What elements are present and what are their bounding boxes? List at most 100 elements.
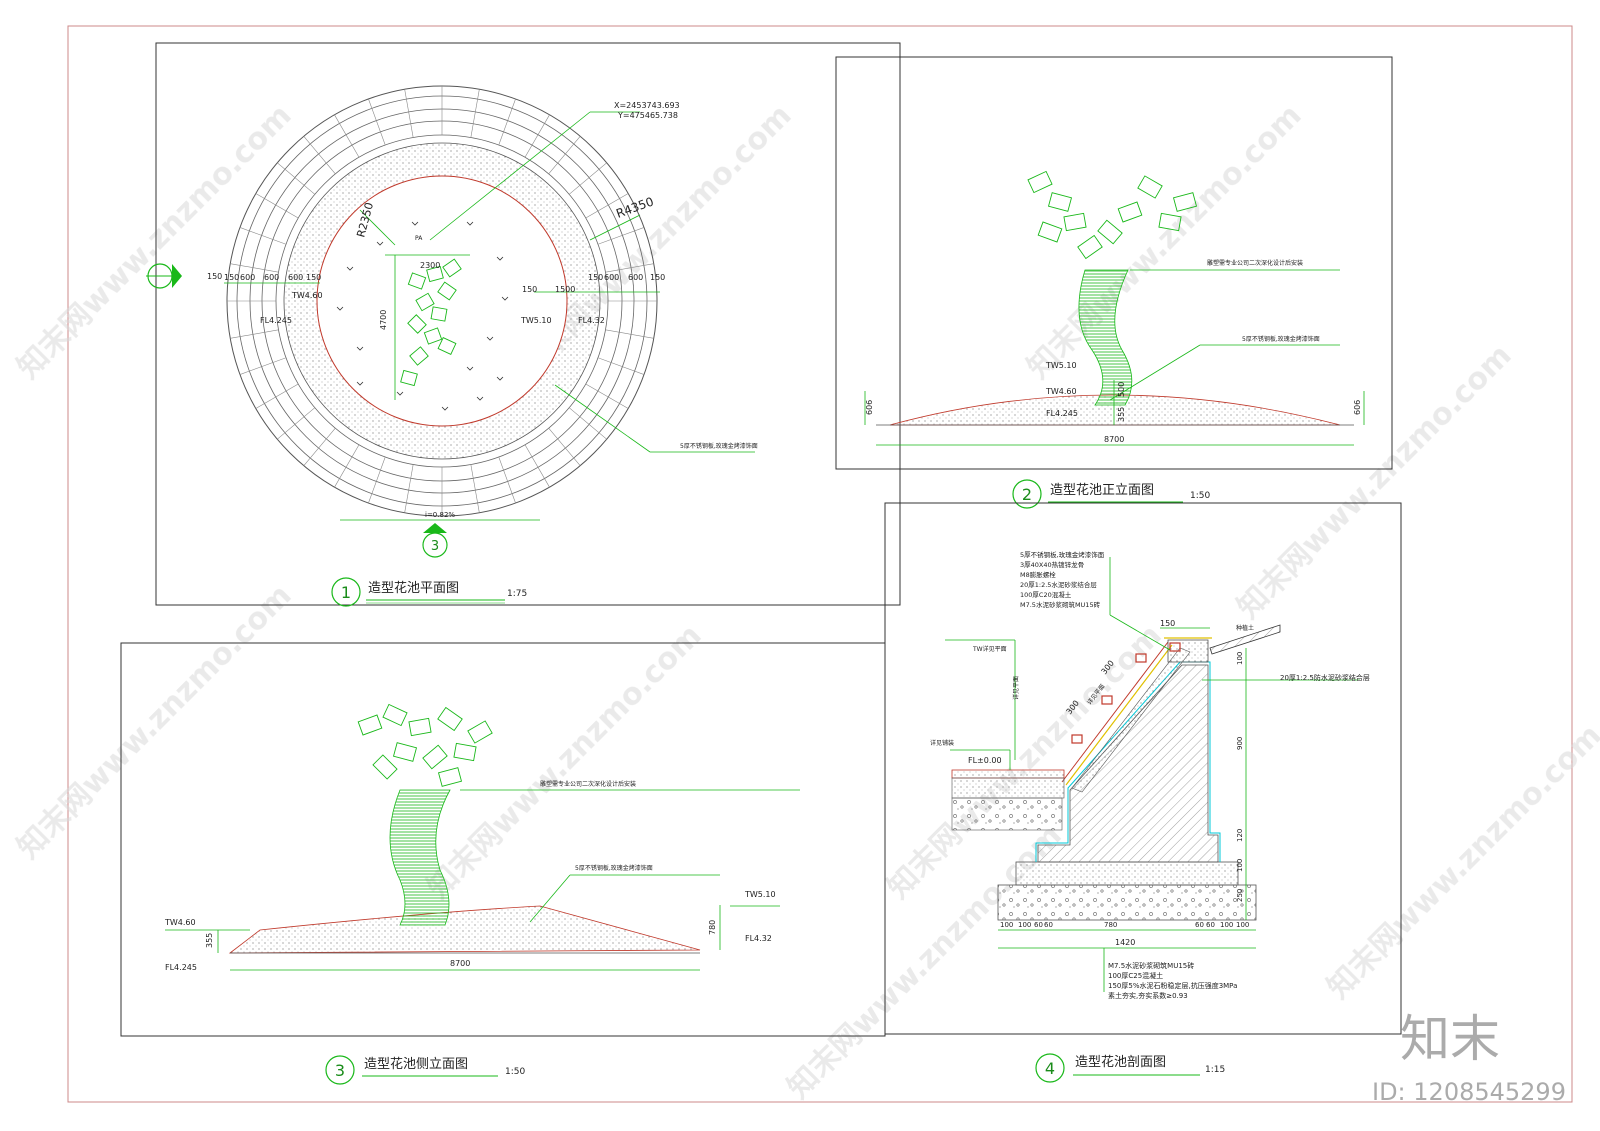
section-layer-note: 20厚1:2.5水泥砂浆结合层 (1020, 580, 1097, 589)
side-dim-780: 780 (708, 920, 717, 935)
section-layer-note: 3厚40X40热镀锌龙骨 (1020, 560, 1084, 569)
section-dim-vertical: 900 (1236, 737, 1244, 750)
section-label-paving: 详见铺装 (930, 739, 954, 747)
sculpture-plan (400, 258, 462, 387)
plan-scale: 1:75 (507, 589, 527, 599)
section-dim-bottom: 60 (1034, 921, 1043, 929)
section-dim-bottom: 60 (1195, 921, 1204, 929)
slope-label: i=0.82% (425, 511, 455, 519)
dim-2300: 2300 (420, 261, 440, 270)
dim-right: 600 (628, 273, 643, 282)
section-dim-bottom: 100 (1000, 921, 1013, 929)
section-label-mortar-right: 20厚1:2.5防水泥砂浆结合层 (1280, 673, 1370, 682)
label-pa: PA (415, 235, 423, 242)
section-dim-vertical: 250 (1236, 889, 1244, 902)
front-scale: 1:50 (1190, 491, 1210, 501)
section-layer-note: 5厚不锈钢板,玫瑰金烤漆饰面 (1020, 550, 1105, 559)
side-dim-width: 8700 (450, 959, 470, 968)
side-tw-left: TW4.60 (164, 918, 196, 927)
sculpture-front (1027, 170, 1198, 406)
dim-right: 600 (604, 273, 619, 282)
front-tw-top: TW5.10 (1045, 361, 1077, 370)
section-layer-note: 100厚C20混凝土 (1020, 590, 1072, 599)
section-frame (884, 502, 1402, 1035)
front-elevation: 雕塑需专业公司二次深化设计后安装 5厚不锈钢板,玫瑰金烤漆饰面 TW5.10 T… (835, 56, 1393, 509)
watermark: 知末网www.znzmo.com (11, 98, 299, 386)
watermark: 知末网www.znzmo.com (421, 618, 709, 906)
section-dim-bottom: 100 (1220, 921, 1233, 929)
tw-left: TW4.60 (291, 291, 323, 300)
brand-id: ID: 1208545299 (1372, 1078, 1566, 1106)
side-tw-right: TW5.10 (744, 890, 776, 899)
section-dim-total: 1420 (1115, 938, 1135, 947)
side-title: 造型花池侧立面图 (364, 1056, 468, 1072)
side-fl-left: FL4.245 (165, 963, 197, 972)
front-frame (835, 56, 1393, 470)
plan-view: 3 X=2453743.693 Y=475465.738 R4350 R2350… (146, 42, 901, 607)
section-dim-vertical: 100 (1236, 859, 1244, 872)
sculpture-side (357, 703, 493, 926)
section-layer-note: M7.5水泥砂浆砌筑MU15砖 (1020, 600, 1101, 609)
section-mark-left (146, 263, 182, 289)
side-elevation: 雕塑需专业公司二次深化设计后安装 5厚不锈钢板,玫瑰金烤漆饰面 TW4.60 F… (120, 642, 886, 1085)
dim-left: 150 (306, 273, 321, 282)
side-note: 雕塑需专业公司二次深化设计后安装 (540, 780, 636, 788)
section-layer-note: M8膨胀螺栓 (1020, 570, 1056, 579)
plan-title: 造型花池平面图 (368, 580, 459, 596)
section-label-tw: TW详见平面 (972, 645, 1007, 653)
dim-left: 600 (288, 273, 303, 282)
watermark: 知末网www.znzmo.com (1231, 338, 1519, 626)
section-label-planting: 种植土 (1236, 624, 1254, 632)
dim-right: 150 (522, 285, 537, 294)
front-title: 造型花池正立面图 (1050, 482, 1154, 498)
plan-frame (155, 42, 901, 606)
front-note: 雕塑需专业公司二次深化设计后安装 (1207, 259, 1303, 267)
front-fl: FL4.245 (1046, 409, 1078, 418)
front-dim-606-left: 606 (865, 400, 874, 415)
watermark: 知末网www.znzmo.com (1321, 718, 1600, 1006)
section-dim-150: 150 (1160, 619, 1175, 628)
front-number: 2 (1022, 485, 1032, 504)
side-scale: 1:50 (505, 1067, 525, 1077)
front-dim-606-right: 606 (1353, 400, 1362, 415)
section-mark-bottom: 3 (422, 523, 448, 558)
side-dim-355: 355 (205, 933, 214, 948)
front-dim-width: 8700 (1104, 435, 1124, 444)
dim-left: 150 (224, 273, 239, 282)
section-dim-bottom: 100 (1236, 921, 1249, 929)
side-number: 3 (335, 1061, 345, 1080)
dim-left: 600 (264, 273, 279, 282)
section-number: 4 (1045, 1059, 1055, 1078)
dim-right: 1500 (555, 285, 575, 294)
front-dim-355: 355 (1117, 407, 1126, 422)
watermark-layer: 知末网www.znzmo.com 知末网www.znzmo.com 知末网www… (11, 98, 1600, 1106)
tw-right: TW5.10 (520, 316, 552, 325)
coord-x: X=2453743.693 (614, 101, 680, 110)
section-scale: 1:15 (1205, 1065, 1225, 1075)
section-dim-bottom: 60 (1206, 921, 1215, 929)
section-label-slope-a: 详见平面 (1012, 676, 1020, 700)
plan-number: 1 (341, 583, 351, 602)
brand-logo: 知末 (1400, 1010, 1500, 1068)
dim-4700: 4700 (379, 310, 388, 330)
plan-callout: 5厚不锈钢板,玫瑰金烤漆饰面 (680, 442, 758, 450)
fl-left: FL4.245 (260, 316, 292, 325)
dim-right: 150 (650, 273, 665, 282)
section-view: 5厚不锈钢板,玫瑰金烤漆饰面3厚40X40热镀锌龙骨M8膨胀螺栓20厚1:2.5… (884, 502, 1402, 1083)
front-dim-500: 500 (1117, 382, 1126, 397)
section-title: 造型花池剖面图 (1075, 1054, 1166, 1070)
dim-right: 150 (588, 273, 603, 282)
section-dim-vertical: 100 (1236, 652, 1244, 665)
watermark: 知末网www.znzmo.com (11, 578, 299, 866)
section-mark-number: 3 (431, 539, 439, 554)
fl-right: FL4.32 (578, 316, 605, 325)
section-dim-vertical: 120 (1236, 829, 1244, 842)
section-dim-bottom: 100 (1018, 921, 1031, 929)
radius-outer: R4350 (614, 194, 655, 220)
section-label-fl: FL±0.00 (968, 756, 1002, 765)
section-base-note: 素土夯实,夯实系数≥0.93 (1108, 991, 1188, 1000)
dim-left: 600 (240, 273, 255, 282)
section-base-note: M7.5水泥砂浆砌筑MU15砖 (1108, 961, 1194, 970)
coord-y: Y=475465.738 (617, 111, 678, 120)
